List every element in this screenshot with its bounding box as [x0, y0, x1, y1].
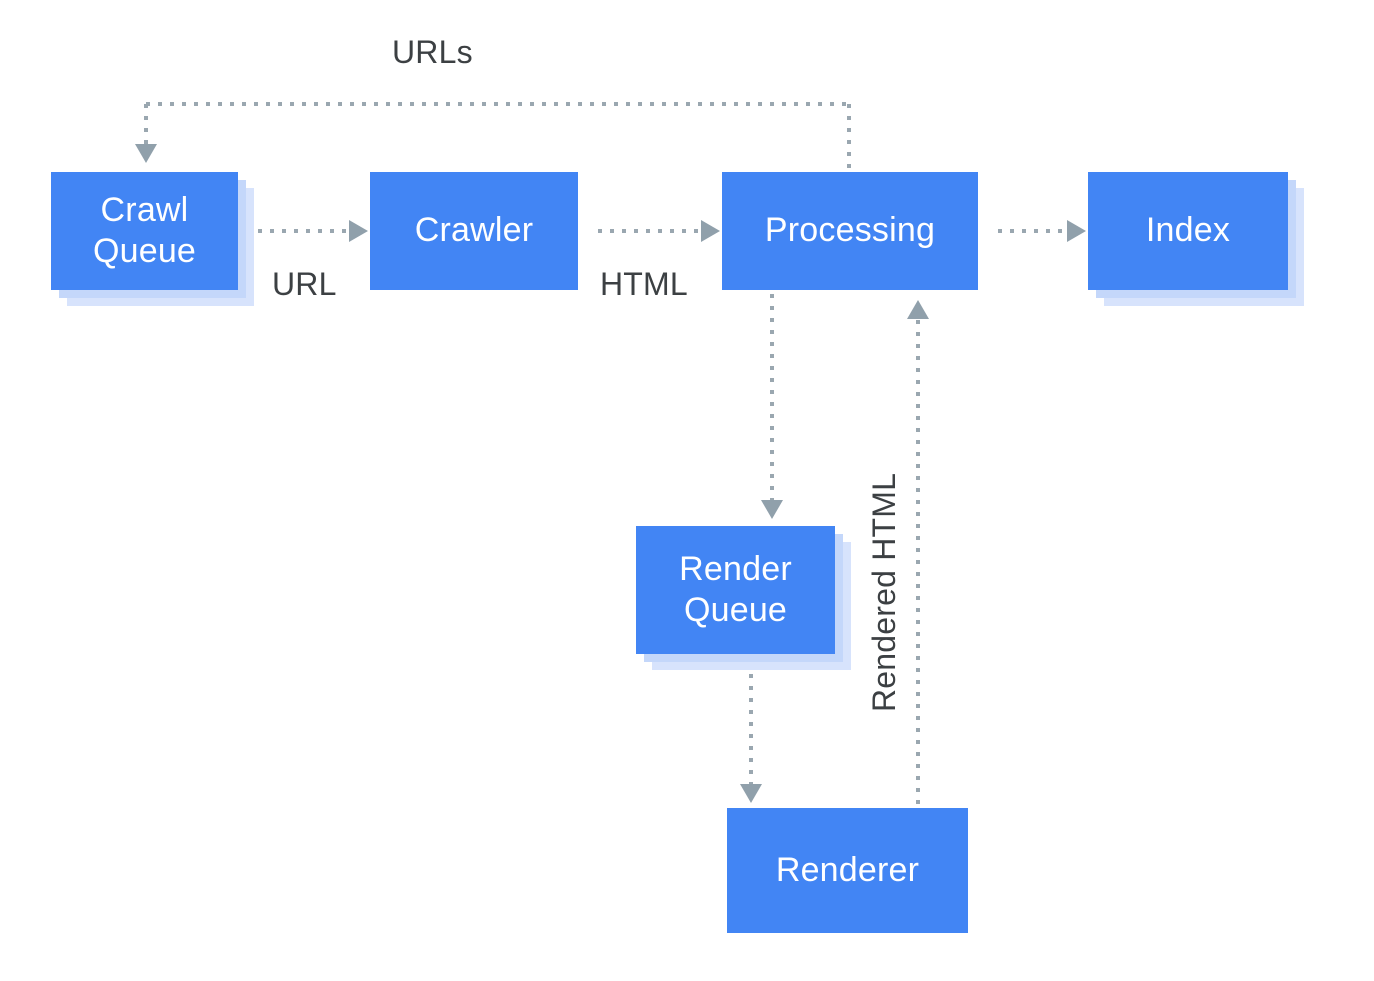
- arrowhead-into-render-queue: [761, 500, 783, 519]
- edge-label-url: URL: [272, 266, 337, 302]
- node-index-label: Index: [1145, 211, 1231, 250]
- connector-processing-to-index: [998, 229, 1068, 233]
- node-crawl-queue[interactable]: Crawl Queue: [51, 172, 238, 290]
- node-render-queue[interactable]: Render Queue: [636, 526, 835, 654]
- connector-processing-to-render-queue: [770, 294, 774, 502]
- arrowhead-into-processing: [701, 220, 720, 242]
- arrowhead-into-processing-bottom: [907, 300, 929, 319]
- connector-urls-to-crawl-queue-descender: [144, 104, 148, 146]
- connector-crawl-queue-to-crawler: [258, 229, 351, 233]
- connector-render-queue-to-renderer: [749, 662, 753, 786]
- arrowhead-into-renderer: [740, 784, 762, 803]
- edge-label-html: HTML: [600, 266, 688, 302]
- node-crawler[interactable]: Crawler: [370, 172, 578, 290]
- arrowhead-into-index: [1067, 220, 1086, 242]
- node-processing-label: Processing: [764, 211, 936, 250]
- node-renderer-label: Renderer: [775, 850, 920, 889]
- node-render-queue-label: Render Queue: [679, 549, 792, 629]
- edge-label-urls: URLs: [392, 34, 473, 70]
- node-index[interactable]: Index: [1088, 172, 1288, 290]
- node-renderer[interactable]: Renderer: [727, 808, 968, 933]
- node-crawl-queue-label: Crawl Queue: [92, 190, 197, 270]
- edge-label-rendered-html: Rendered HTML: [866, 472, 902, 712]
- connector-crawler-to-processing: [598, 229, 703, 233]
- node-crawler-label: Crawler: [414, 211, 534, 250]
- connector-renderer-to-processing: [916, 320, 920, 810]
- arrowhead-urls-into-crawl-queue: [135, 144, 157, 163]
- connector-urls-horizontal: [146, 102, 851, 106]
- node-processing[interactable]: Processing: [722, 172, 978, 290]
- connector-processing-to-urls-riser: [847, 104, 851, 174]
- arrowhead-into-crawler: [349, 220, 368, 242]
